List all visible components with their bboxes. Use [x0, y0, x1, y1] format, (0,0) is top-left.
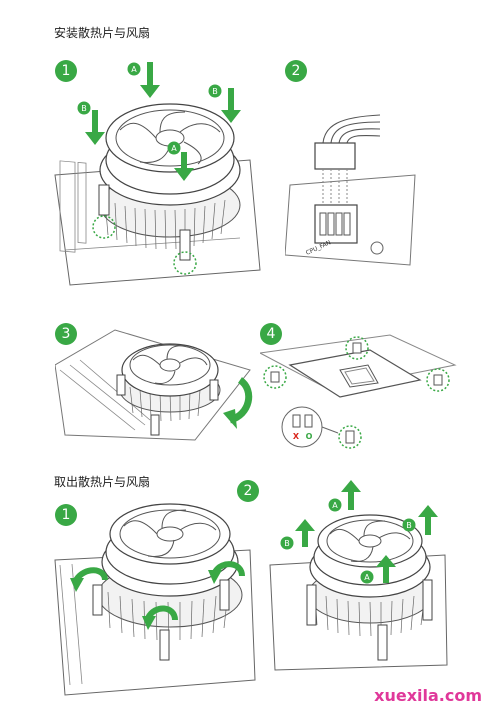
remove-arrow-b-label-left: B — [284, 539, 290, 548]
remove-arrow-a-label: A — [332, 501, 338, 510]
remove-section-title: 取出散热片与风扇 — [54, 475, 151, 489]
install-section-title: 安装散热片与风扇 — [54, 26, 151, 40]
remove-arrow-a-label-center: A — [364, 573, 370, 582]
arrow-a-label: A — [131, 65, 137, 74]
remove-step-1-illustration — [54, 503, 256, 696]
install-step-3-illustration — [55, 329, 253, 441]
remove-step-2-badge: 2 — [237, 480, 259, 502]
wrong-mark: X — [293, 432, 300, 441]
install-step-1-badge: 1 — [55, 60, 77, 82]
install-step-4-badge: 4 — [260, 323, 282, 345]
install-step-3-badge: 3 — [55, 323, 77, 345]
install-step-2-badge: 2 — [285, 60, 307, 82]
install-step-2-illustration: CPU_FAN — [285, 114, 416, 266]
remove-step-1-badge: 1 — [55, 504, 77, 526]
remove-arrow-b-label-right: B — [406, 521, 412, 530]
arrow-b-label-left: B — [81, 104, 87, 113]
right-mark: O — [306, 432, 313, 441]
watermark: xuexila.com — [374, 686, 482, 705]
install-step-4-illustration: X O — [260, 334, 457, 449]
remove-step-2-illustration: A B B A — [269, 480, 448, 671]
arrow-a-label-center: A — [171, 144, 177, 153]
install-step-1-illustration: A B B A — [54, 62, 261, 286]
arrow-b-label-right: B — [212, 87, 218, 96]
